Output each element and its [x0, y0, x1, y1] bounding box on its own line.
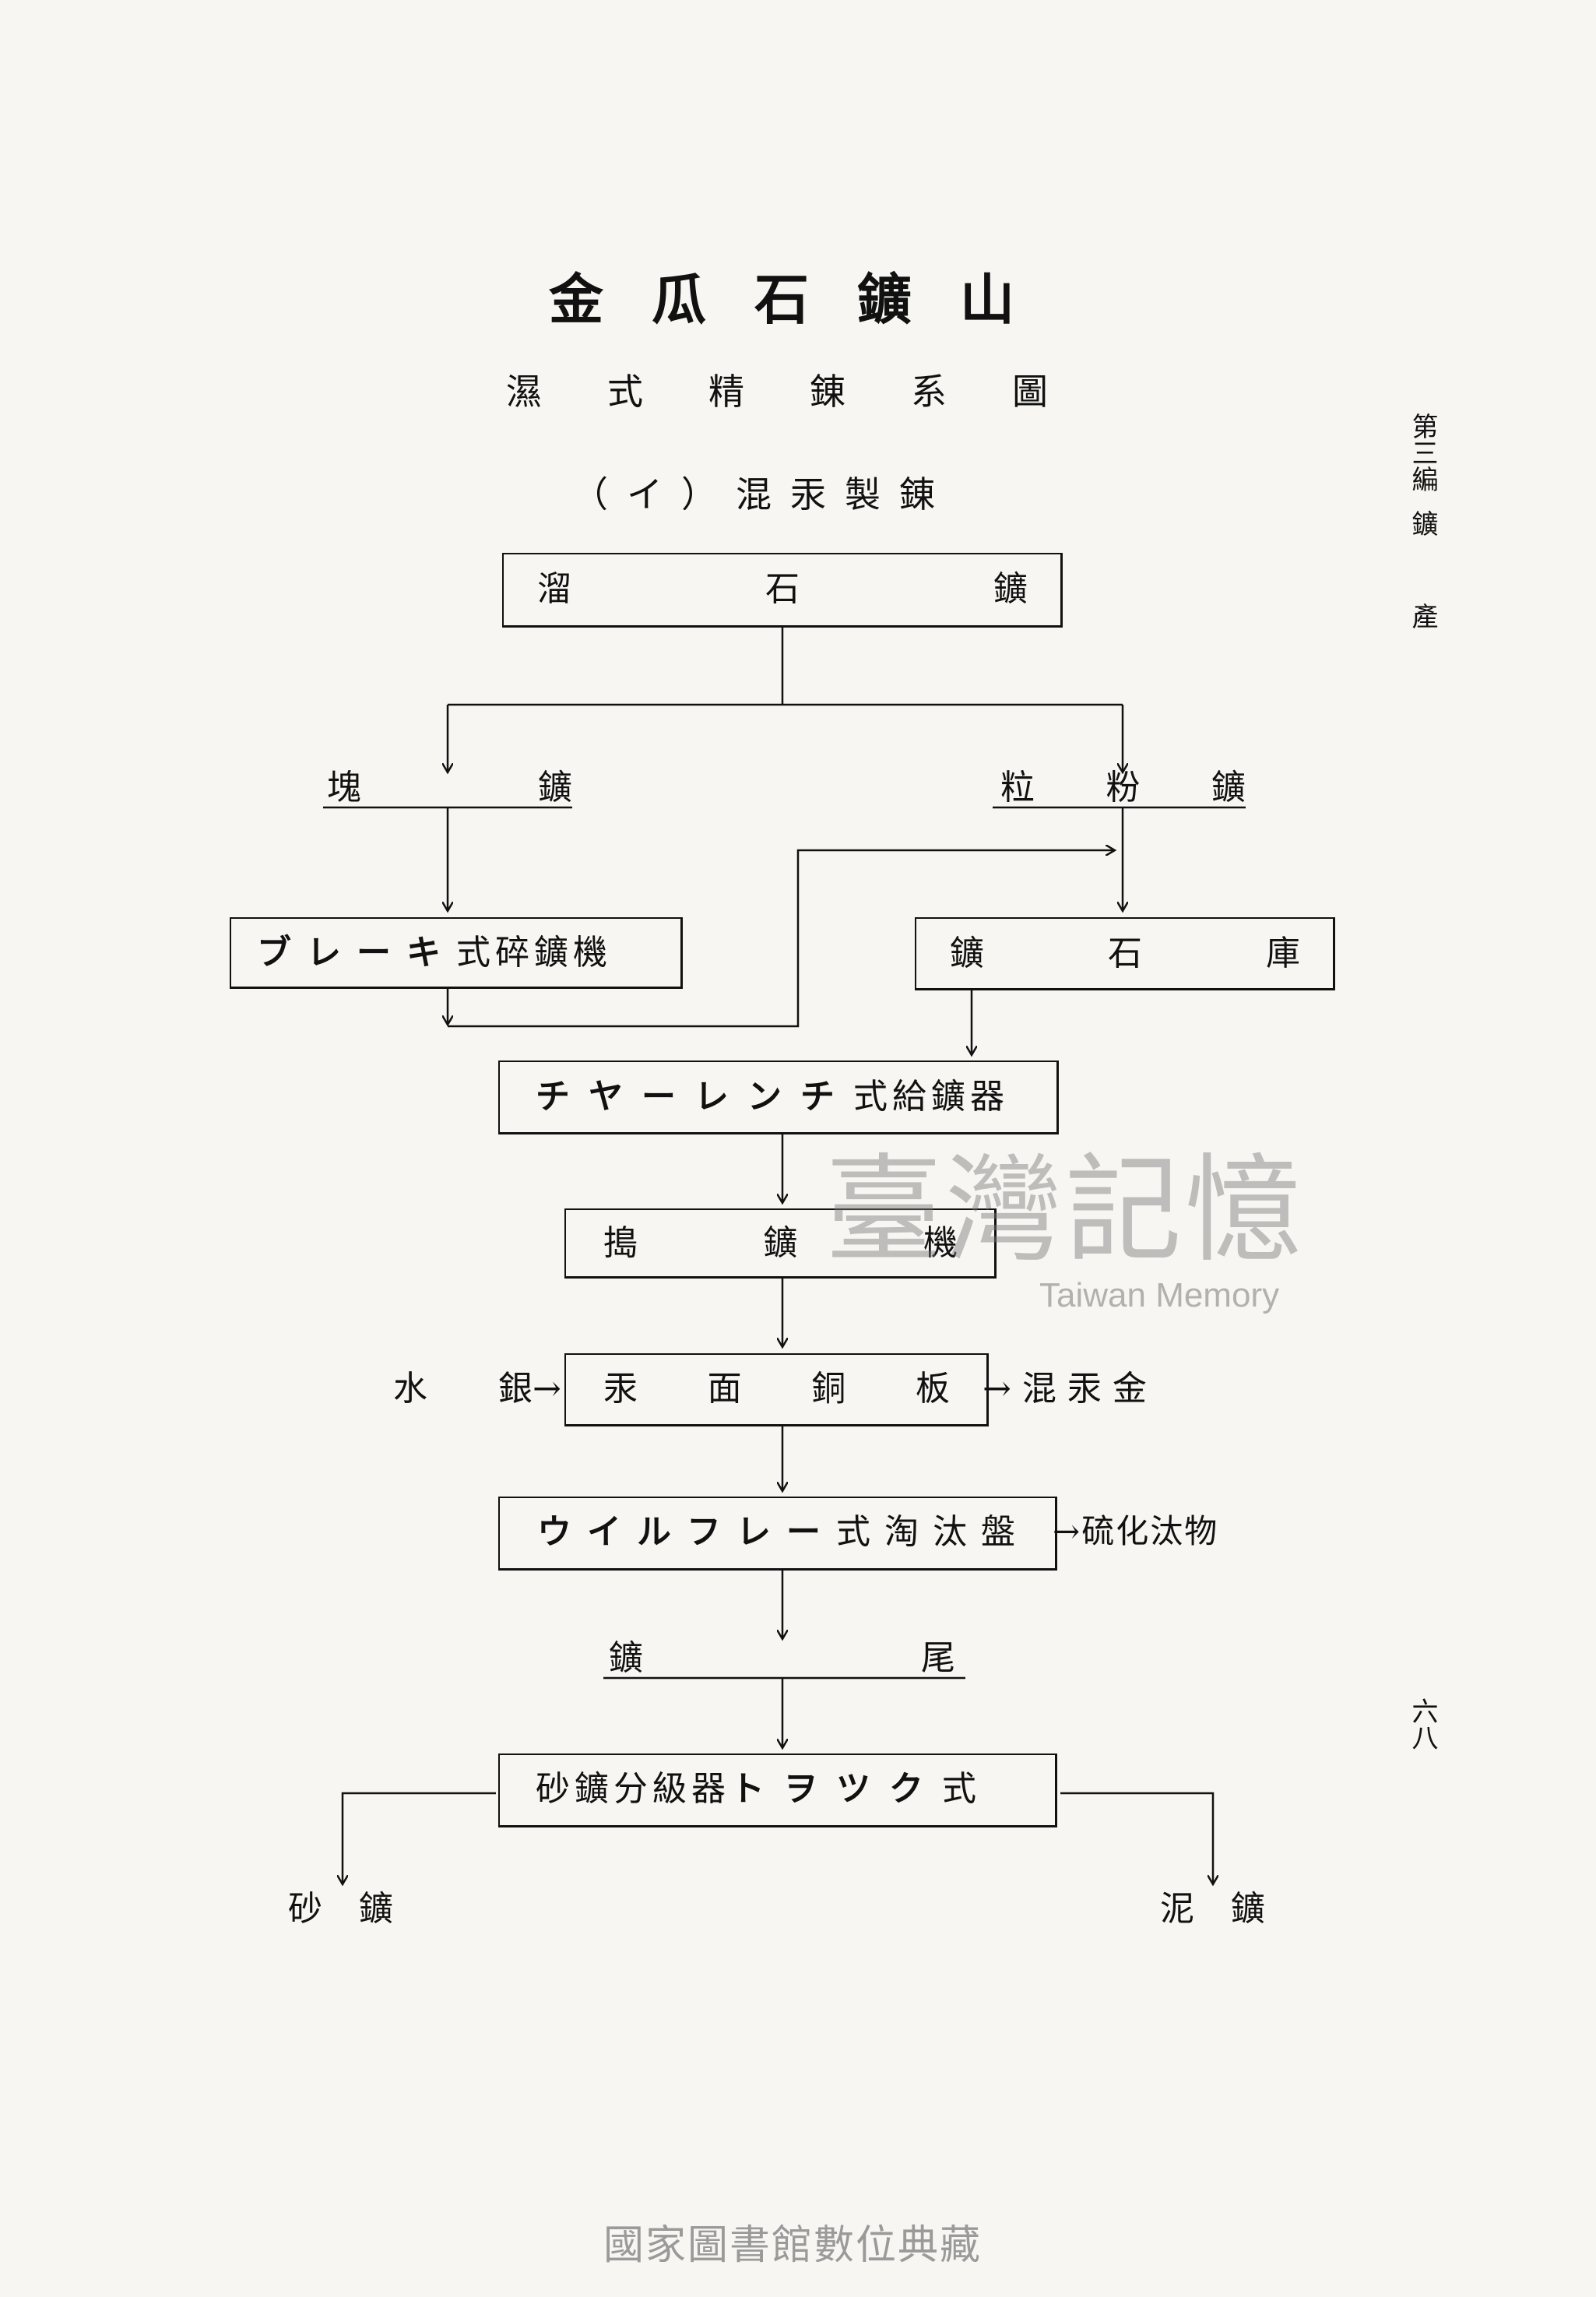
feeder-type: 式給鑛器: [853, 1077, 1009, 1117]
classifier-type: 砂鑛分級器: [536, 1769, 730, 1809]
fine-ore-left: 粒: [1000, 768, 1035, 807]
node-crusher: [230, 917, 683, 989]
arrow-to-sand-ore: [343, 1792, 496, 1884]
classifier-suffix: 式: [942, 1769, 976, 1809]
node-classifier: [498, 1754, 1057, 1827]
node-stamp-mill-label: 搗鑛機: [603, 1226, 958, 1261]
input-mercury-right: 銀→: [498, 1369, 561, 1409]
node-slime-ore: 泥 鑛: [1160, 1892, 1265, 1926]
output-amalgam-gold: →混汞金: [983, 1369, 1158, 1409]
node-ore: [502, 553, 1063, 628]
margin-page-number: 六八: [1407, 1697, 1438, 1750]
output-sulfide: →硫化汰物: [1053, 1512, 1219, 1550]
node-ore-bin: [915, 917, 1335, 990]
node-amalgam-plate: [564, 1353, 989, 1426]
input-mercury-left: 水: [393, 1369, 427, 1409]
classifier-kana: トヲツク: [730, 1769, 942, 1809]
feeder-kana: チヤーレンチ: [536, 1077, 853, 1117]
node-fine-ore: 粒 粉 鑛: [1000, 771, 1246, 805]
slime-ore-left: 泥: [1160, 1889, 1194, 1929]
node-table-label: ウイルフレー式淘汰盤: [537, 1515, 1029, 1550]
amalgam-plate-label-char-2: 銅: [811, 1369, 846, 1409]
node-feeder-label: チヤーレンチ式給鑛器: [536, 1080, 1009, 1114]
ore-bin-label-char-0: 鑛: [950, 934, 984, 973]
node-stamp-mill: [564, 1208, 997, 1279]
sand-ore-right: 鑛: [359, 1889, 393, 1929]
arrow-to-slime-ore: [1060, 1792, 1213, 1884]
ore-label-char-2: 鑛: [993, 569, 1028, 609]
node-ore-label: 溜石鑛: [537, 572, 1028, 607]
ore-bin-label-char-1: 石: [1108, 934, 1142, 973]
section-heading: （イ）混汞製錬: [572, 473, 954, 515]
node-feeder: [498, 1061, 1059, 1134]
fine-ore-mid: 粉: [1106, 768, 1141, 807]
fine-ore-right: 鑛: [1211, 768, 1246, 807]
watermark-logo-text: 臺灣記憶: [825, 1143, 1306, 1279]
page-title: 金瓜石鑛山: [549, 267, 1063, 332]
sand-ore-left: 砂: [288, 1889, 322, 1929]
amalgam-plate-label-char-0: 汞: [603, 1369, 638, 1409]
node-lump-ore: 塊 鑛: [327, 771, 572, 805]
node-tailings: 鑛 尾: [609, 1641, 955, 1676]
lump-ore-left: 塊: [327, 768, 361, 807]
node-ore-bin-label: 鑛石庫: [950, 937, 1300, 971]
stamp-mill-label-char-1: 鑛: [763, 1223, 798, 1263]
crusher-type: 式碎鑛機: [456, 933, 612, 973]
tailings-left: 鑛: [609, 1638, 643, 1678]
footer-archive-label: 國家圖書館數位典藏: [603, 2222, 983, 2269]
slime-ore-right: 鑛: [1231, 1889, 1265, 1929]
amalgam-plate-label-char-3: 板: [915, 1369, 950, 1409]
margin-chapter: 第三編: [1407, 413, 1438, 492]
diagram-subtitle: 濕式精錬系圖: [506, 371, 1113, 413]
node-table: [498, 1497, 1057, 1571]
amalgam-plate-label-char-1: 面: [707, 1369, 742, 1409]
node-sand-ore: 砂 鑛: [288, 1892, 393, 1926]
ore-label-char-0: 溜: [537, 569, 571, 609]
node-amalgam-plate-label: 汞面銅板: [603, 1372, 950, 1406]
crusher-kana: ブレーキ: [257, 933, 456, 973]
ore-bin-label-char-2: 庫: [1266, 934, 1300, 973]
node-crusher-label: ブレーキ式碎鑛機: [257, 936, 612, 970]
tailings-right: 尾: [921, 1638, 955, 1678]
table-kana: ウイルフレー: [537, 1512, 836, 1552]
lump-ore-right: 鑛: [538, 768, 572, 807]
stamp-mill-label-char-0: 搗: [603, 1223, 638, 1263]
stamp-mill-label-char-2: 機: [923, 1223, 958, 1263]
node-classifier-label: 砂鑛分級器トヲツク式: [536, 1772, 976, 1806]
margin-topic: 鑛產: [1407, 510, 1438, 695]
connector-crusher-return: [448, 850, 1115, 1028]
watermark-subtext: Taiwan Memory: [1039, 1276, 1280, 1314]
table-type: 式淘汰盤: [836, 1512, 1029, 1552]
ore-label-char-1: 石: [765, 569, 800, 609]
